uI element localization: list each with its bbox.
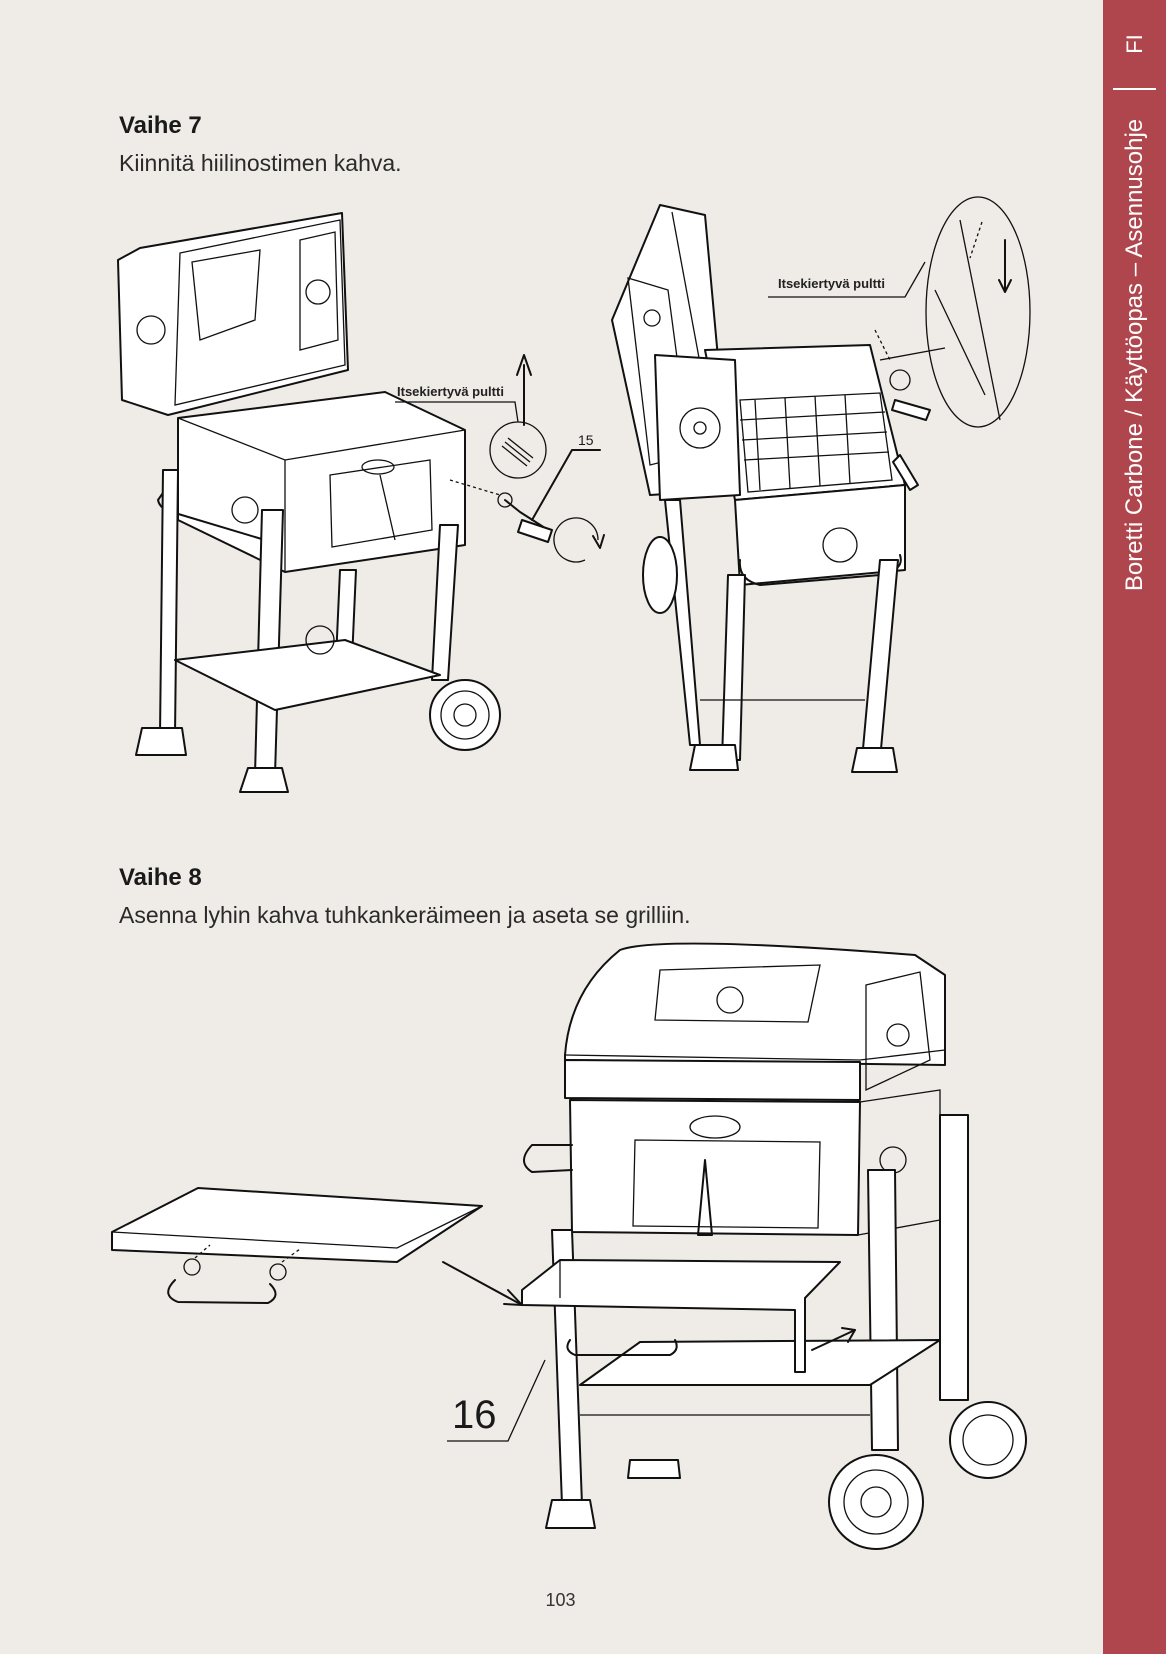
step8-title: Vaihe 8 (119, 864, 202, 891)
sidebar-band: FI Boretti Carbone / Käyttöopas – Asennu… (1103, 0, 1166, 1654)
part-number-15: 15 (578, 432, 594, 448)
sidebar-title: Boretti Carbone / Käyttöopas – Asennusoh… (1120, 118, 1148, 592)
bolt-label-right: Itsekiertyvä pultti (778, 276, 885, 291)
language-label: FI (1121, 34, 1147, 54)
sidebar-divider (1113, 88, 1156, 90)
step7-grill-left-illustration (117, 212, 605, 793)
step8-text: Asenna lyhin kahva tuhkankeräimeen ja as… (119, 902, 691, 928)
part-number-16: 16 (452, 1393, 497, 1437)
language-tab: FI (1103, 0, 1166, 88)
step8-grill-illustration (111, 942, 1027, 1550)
page-number: 103 (545, 1590, 576, 1610)
step7-grill-right-illustration (611, 196, 1031, 773)
sidebar-title-box: Boretti Carbone / Käyttöopas – Asennusoh… (1103, 100, 1166, 610)
step7-title: Vaihe 7 (119, 112, 202, 139)
step7-text: Kiinnitä hiilinostimen kahva. (119, 150, 402, 176)
bolt-label-left: Itsekiertyvä pultti (397, 384, 504, 399)
